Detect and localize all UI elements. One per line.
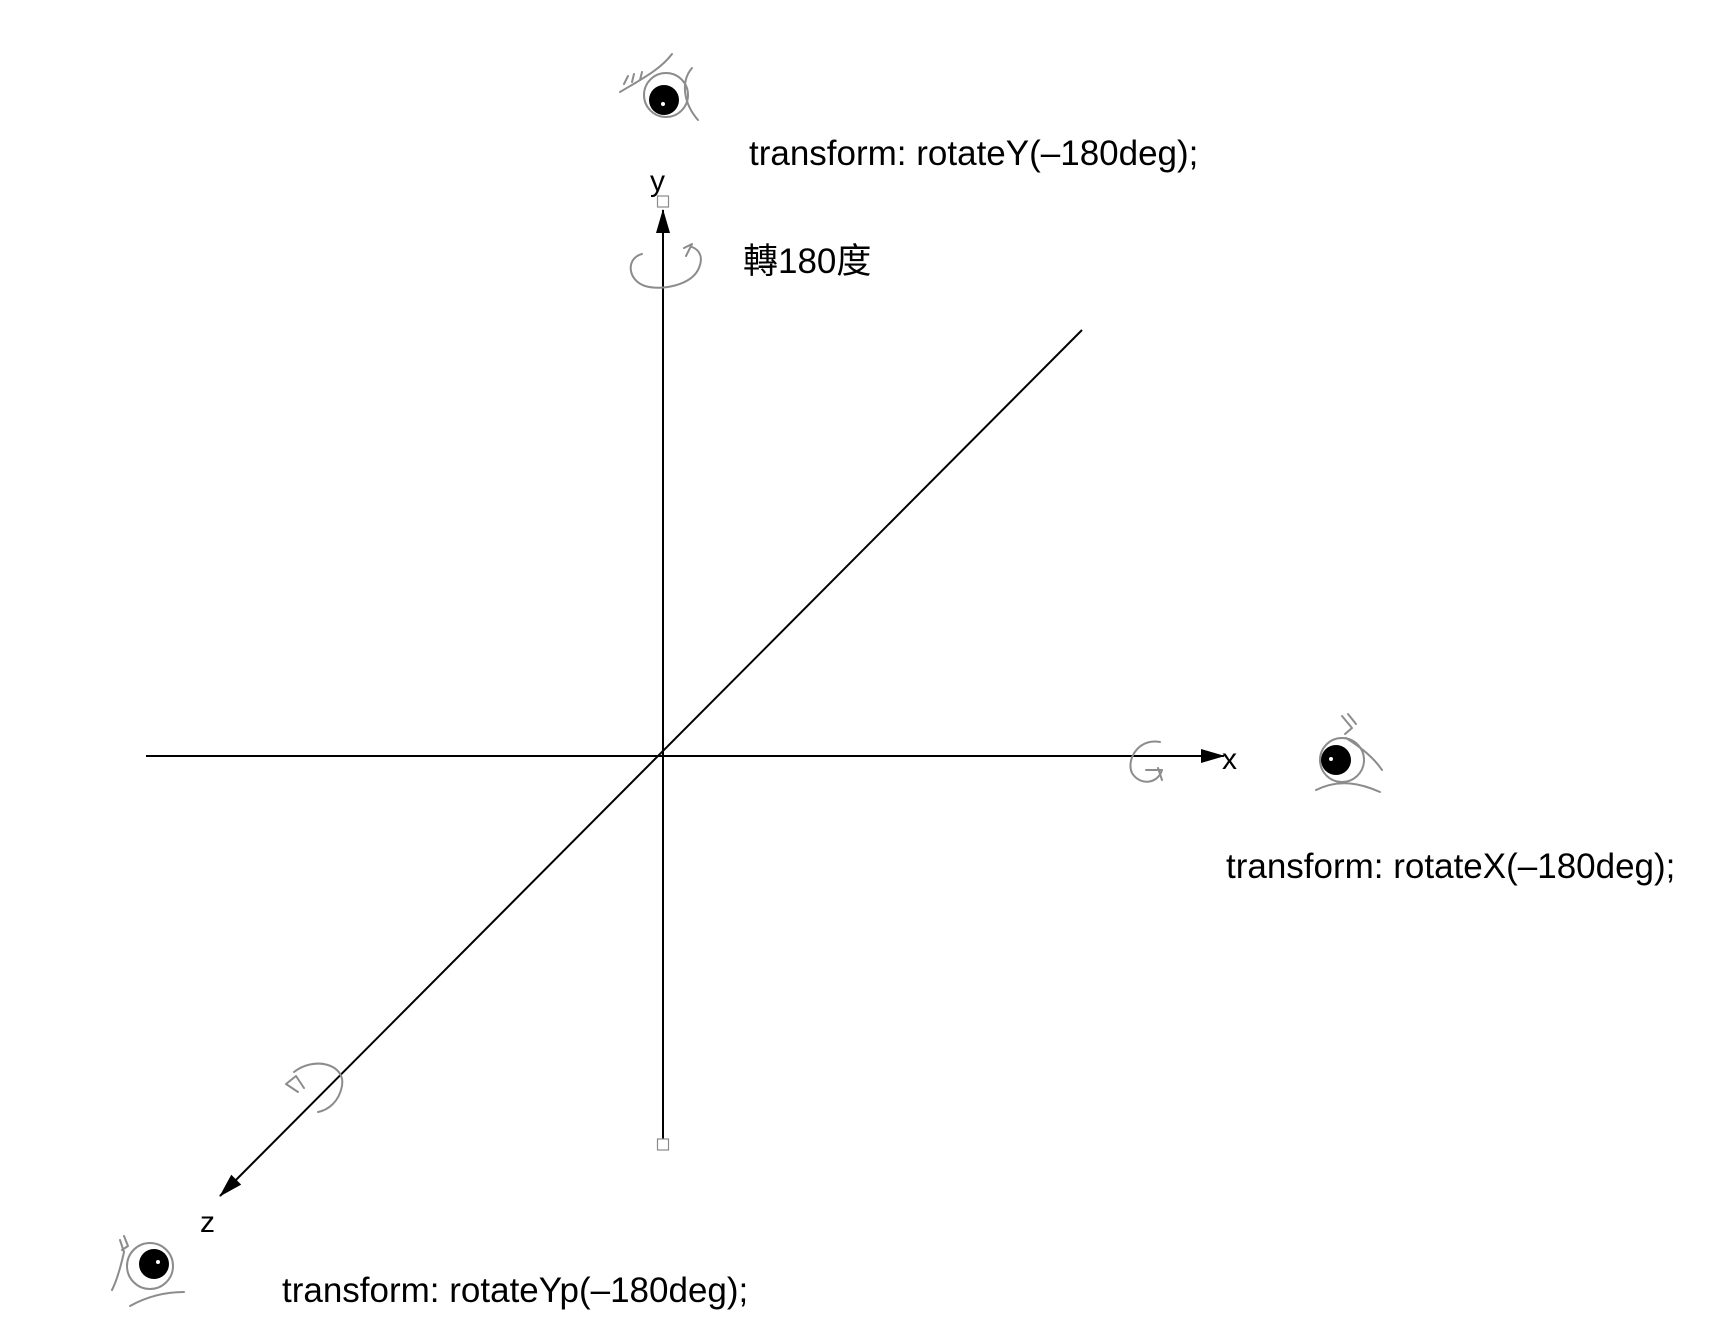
x-transform-text: transform: rotateX(–180deg); (1226, 847, 1675, 886)
y-transform-text: transform: rotateY(–180deg); (749, 134, 1198, 173)
z-axis-line (219, 329, 1083, 1197)
top-viewer-eye-icon (619, 53, 699, 121)
z-axis-label: z (200, 1206, 215, 1239)
y-axis-top-handle[interactable] (656, 195, 670, 208)
y-rotation-note: 轉180度 (743, 242, 871, 281)
y-rotation-arrow-icon (629, 243, 702, 289)
y-axis-label: y (650, 165, 665, 198)
z-transform-text: transform: rotateYp(–180deg); (282, 1271, 748, 1310)
y-axis-bottom-handle[interactable] (656, 1138, 670, 1151)
x-rotation-arrow-icon (1129, 740, 1163, 783)
x-axis-label: x (1222, 743, 1237, 776)
bottom-viewer-eye-icon (111, 1235, 185, 1307)
right-viewer-eye-icon (1315, 713, 1383, 793)
z-rotation-arrow-icon (285, 1062, 344, 1113)
